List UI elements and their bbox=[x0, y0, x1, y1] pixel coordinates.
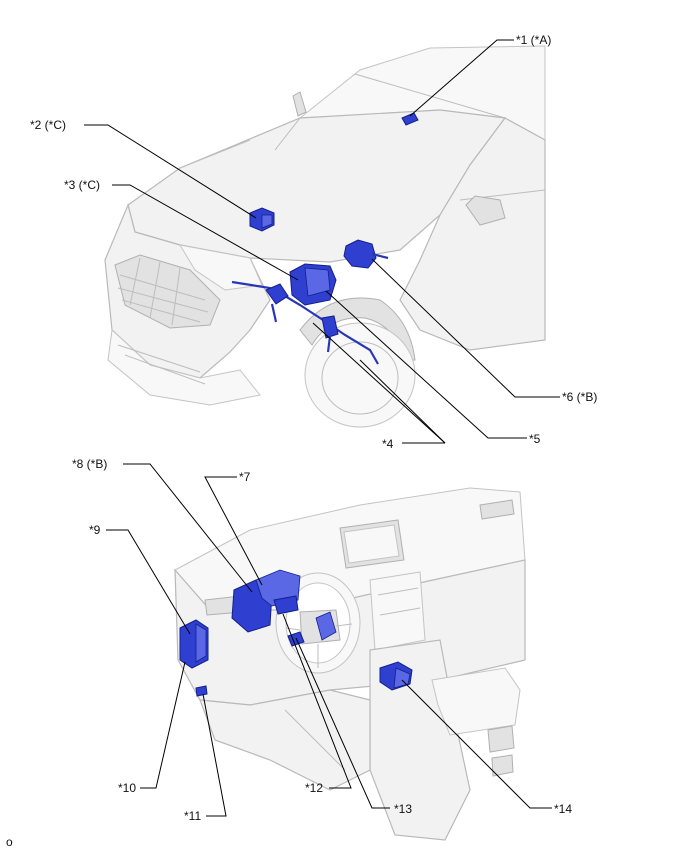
leader-14 bbox=[401, 679, 552, 809]
component-11-connector bbox=[195, 685, 208, 697]
callout-1: *1 (*A) bbox=[516, 33, 551, 47]
dashboard-illustration bbox=[174, 487, 526, 841]
callout-4: *4 bbox=[382, 437, 394, 451]
callout-13: *13 bbox=[394, 802, 412, 816]
vehicle-front-illustration bbox=[104, 45, 546, 428]
component-13-switch bbox=[315, 611, 337, 641]
leader-4a bbox=[359, 359, 446, 444]
callout-12: *12 bbox=[305, 781, 323, 795]
leader-12 bbox=[282, 613, 352, 789]
callout-labels: *1 (*A) *2 (*C) *3 (*C) *4 *5 *6 (*B) *7… bbox=[6, 33, 597, 849]
leader-6 bbox=[371, 258, 560, 398]
component-1-windshield-module bbox=[401, 112, 419, 126]
upper-components bbox=[231, 112, 419, 365]
lower-components bbox=[179, 569, 413, 697]
callout-10: *10 bbox=[118, 781, 136, 795]
leader-1 bbox=[409, 39, 514, 117]
callout-11: *11 bbox=[184, 809, 201, 823]
leader-10 bbox=[140, 661, 186, 789]
leader-5 bbox=[325, 290, 527, 439]
callout-8: *8 (*B) bbox=[72, 457, 107, 471]
leader-2 bbox=[84, 124, 257, 219]
figure-code: o bbox=[6, 835, 13, 849]
leader-lines bbox=[84, 39, 560, 817]
component-6-assembly bbox=[343, 239, 377, 269]
callout-6: *6 (*B) bbox=[562, 390, 597, 404]
leader-13 bbox=[295, 637, 390, 809]
callout-14: *14 bbox=[554, 802, 572, 816]
callout-5: *5 bbox=[529, 432, 541, 446]
callout-3: *3 (*C) bbox=[64, 178, 100, 192]
callout-2: *2 (*C) bbox=[30, 118, 66, 132]
leader-11 bbox=[202, 693, 227, 817]
leader-8 bbox=[123, 463, 253, 593]
leader-7 bbox=[204, 476, 263, 586]
leader-3 bbox=[112, 184, 299, 281]
leader-9 bbox=[106, 529, 191, 635]
leader-4b bbox=[312, 322, 446, 444]
callout-7: *7 bbox=[239, 470, 251, 484]
callout-9: *9 bbox=[89, 523, 101, 537]
